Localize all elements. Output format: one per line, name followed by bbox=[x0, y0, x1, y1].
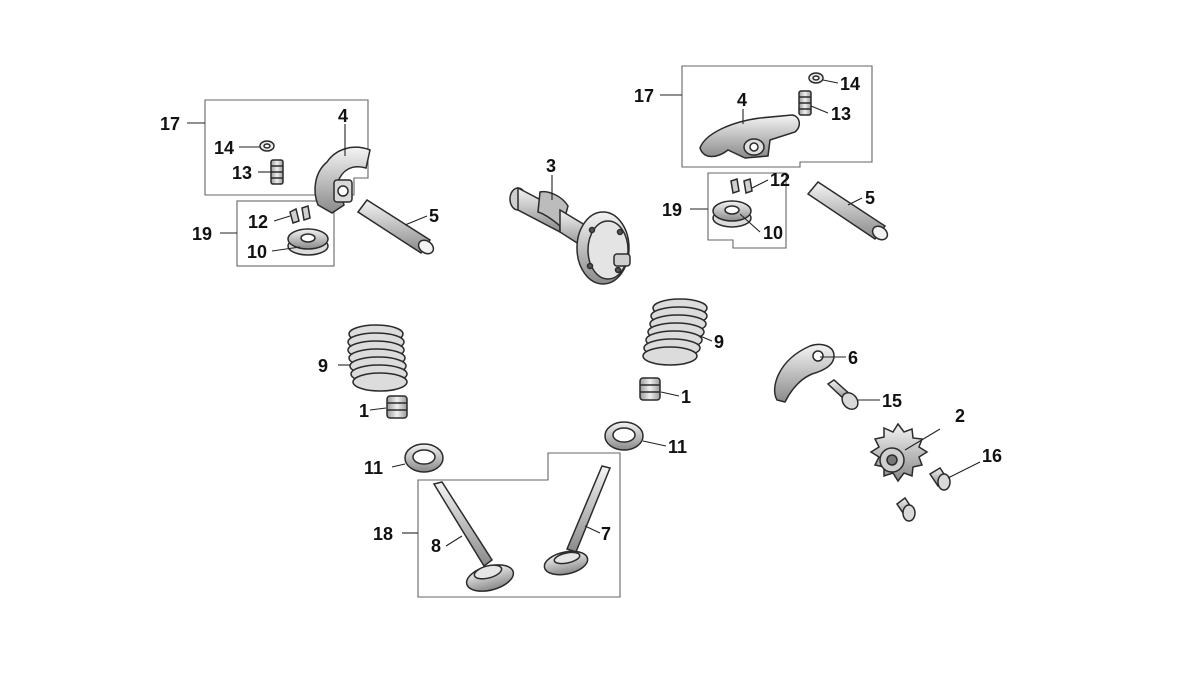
valve-cotter-part bbox=[289, 205, 311, 224]
callout-14-left: 14 bbox=[214, 138, 234, 158]
callout-19-left: 19 bbox=[192, 224, 212, 244]
valve-seat-ring-part-left bbox=[404, 443, 444, 473]
rocker-shaft-part bbox=[356, 198, 435, 255]
callout-4-right: 4 bbox=[737, 90, 747, 110]
callout-13-left: 13 bbox=[232, 163, 252, 183]
lock-nut-part-right bbox=[808, 72, 824, 84]
camshaft-part bbox=[509, 186, 631, 285]
callout-10-right: 10 bbox=[763, 223, 783, 243]
callout-16: 16 bbox=[982, 446, 1002, 466]
valve-spring-part-right bbox=[642, 298, 708, 366]
exhaust-valve-part bbox=[543, 465, 612, 576]
group-box-18 bbox=[417, 452, 621, 598]
valve-seat-ring-part-right bbox=[604, 421, 644, 451]
intake-valve-part bbox=[432, 481, 515, 592]
callout-5-left: 5 bbox=[429, 206, 439, 226]
adjuster-screw-part-right bbox=[798, 90, 812, 116]
callout-11-left: 11 bbox=[364, 458, 383, 478]
callout-3: 3 bbox=[546, 156, 556, 176]
callout-10-left: 10 bbox=[247, 242, 267, 262]
valve-stem-seal-part-right bbox=[639, 377, 661, 401]
callout-4-left: 4 bbox=[338, 106, 348, 126]
callout-1-right: 1 bbox=[681, 387, 691, 407]
callout-6: 6 bbox=[848, 348, 858, 368]
callout-8: 8 bbox=[431, 536, 441, 556]
callout-13-right: 13 bbox=[831, 104, 851, 124]
lock-nut-part bbox=[259, 140, 275, 152]
callout-9-left: 9 bbox=[318, 356, 328, 376]
valve-cotter-part-right bbox=[730, 178, 753, 194]
callout-5-right: 5 bbox=[865, 188, 875, 208]
group-box-17-left bbox=[204, 99, 369, 196]
callout-18: 18 bbox=[373, 524, 393, 544]
callout-12-right: 12 bbox=[770, 170, 790, 190]
group-box-17-right bbox=[681, 65, 873, 168]
callout-9-right: 9 bbox=[714, 332, 724, 352]
callout-1-left: 1 bbox=[359, 401, 369, 421]
callout-19-right: 19 bbox=[662, 200, 682, 220]
rocker-shaft-part-right bbox=[806, 181, 889, 241]
callout-12-left: 12 bbox=[248, 212, 268, 232]
callout-2: 2 bbox=[955, 406, 965, 426]
callout-14-right: 14 bbox=[840, 74, 860, 94]
callout-17-left: 17 bbox=[160, 114, 180, 134]
tensioner-guide-part bbox=[773, 343, 835, 403]
callout-17-right: 17 bbox=[634, 86, 654, 106]
adjuster-screw-part bbox=[270, 159, 284, 185]
callout-7: 7 bbox=[601, 524, 611, 544]
valve-spring-part-left bbox=[347, 324, 408, 392]
callout-15: 15 bbox=[882, 391, 902, 411]
leader-lines bbox=[187, 79, 981, 547]
cam-sprocket-part bbox=[869, 422, 929, 483]
rocker-arm-part-right bbox=[699, 114, 800, 159]
spring-retainer-part-right bbox=[712, 200, 752, 228]
spring-retainer-part bbox=[287, 228, 329, 256]
sprocket-bolt-part bbox=[895, 466, 951, 522]
callout-11-right: 11 bbox=[668, 437, 687, 457]
guide-bolt-part bbox=[826, 379, 859, 410]
rocker-arm-part bbox=[314, 146, 371, 214]
valve-stem-seal-part-left bbox=[386, 395, 408, 419]
group-box-19-right bbox=[707, 172, 787, 249]
